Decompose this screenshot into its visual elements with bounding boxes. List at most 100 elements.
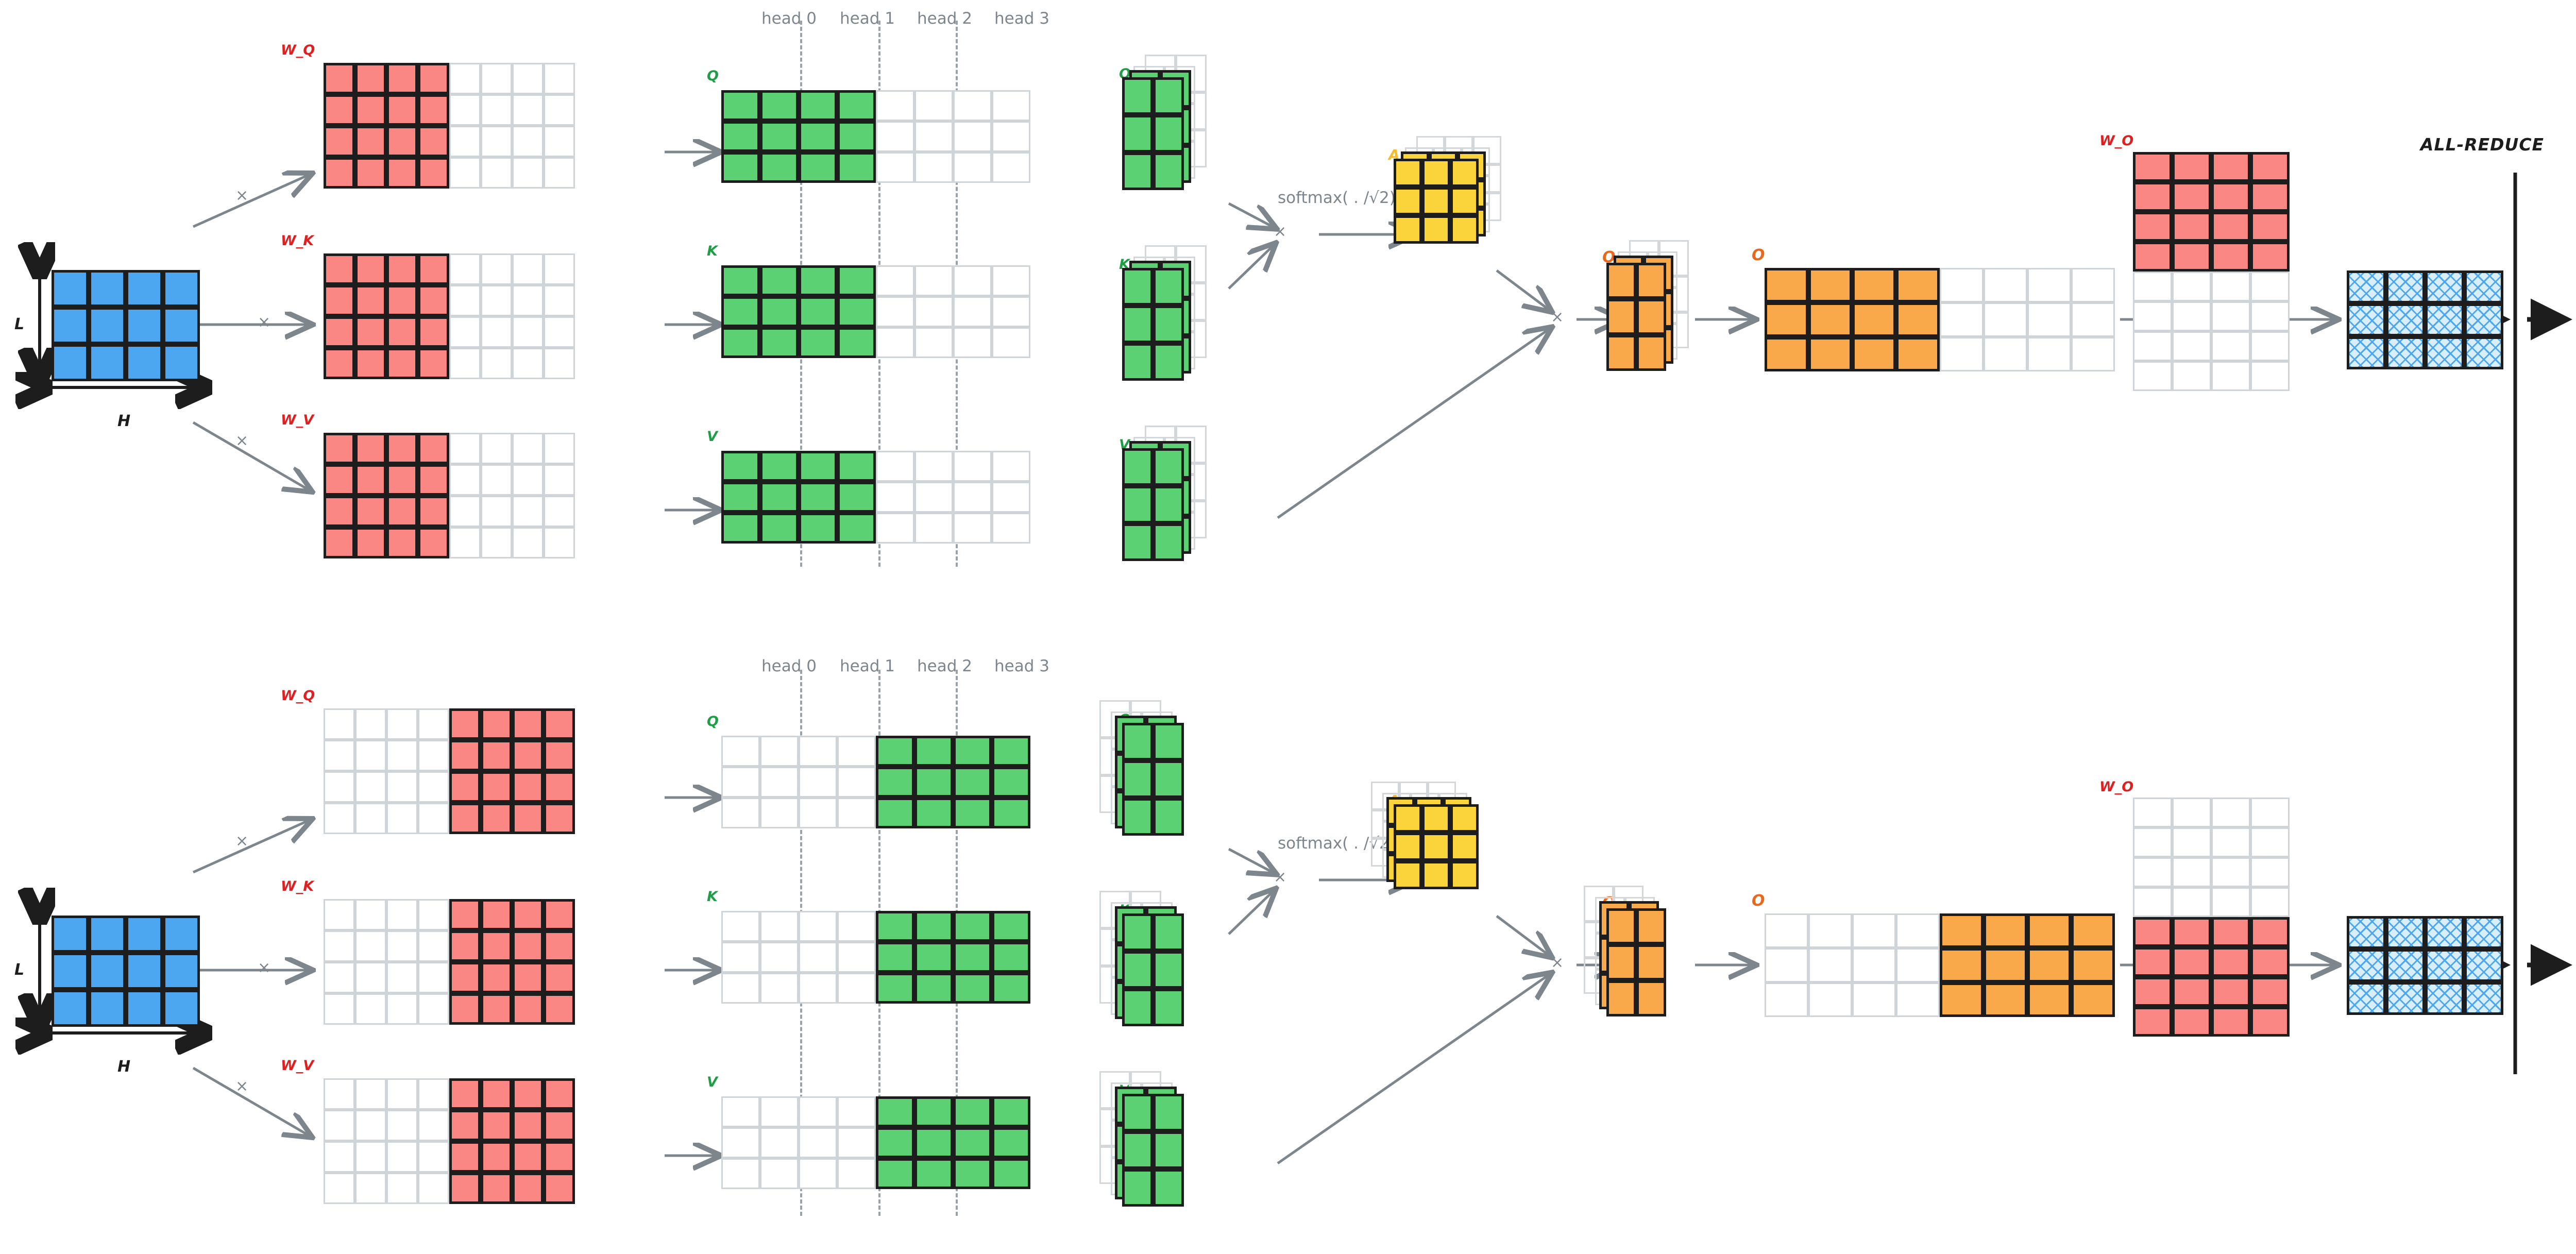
matrix-cell [126,953,163,990]
matrix-cell [355,993,386,1025]
matrix-cell [953,1096,992,1127]
matrix-cell [1852,948,1896,982]
matrix-cell [386,993,418,1025]
matrix-cell [2386,303,2425,336]
matrix-cell [449,962,481,993]
matrix-cell [418,94,449,126]
matrix-cell [2386,336,2425,369]
matrix-cell [52,990,89,1027]
o-flat-label-gpu1: O [1752,892,1765,910]
matrix-cell [721,767,760,798]
matrix-cell [2172,977,2211,1007]
matrix-cell [953,121,992,152]
matrix-cell [449,464,481,496]
matrix-cell [418,348,449,379]
matrix-cell [89,953,126,990]
matrix-cell [126,307,163,344]
matrix-cell [992,973,1030,1004]
matrix-cell [386,527,418,558]
matrix-cell [544,527,575,558]
matrix-cell [1122,115,1153,152]
matrix-cell [914,451,953,482]
matrix-cell [355,253,386,285]
wk-label-gpu1: W_K [281,878,314,894]
matrix-cell [953,90,992,121]
matrix-cell [1636,263,1666,299]
matrix-cell [418,740,449,771]
matrix-cell [324,899,355,930]
matrix-cell [1153,913,1184,951]
matrix-cell [544,126,575,157]
matrix-cell [1153,268,1184,306]
matrix-cell [1984,337,2027,371]
matrix-cell [449,253,481,285]
matrix-cell [876,942,914,973]
matrix-cell [1122,523,1153,561]
matrix-cell [992,798,1030,828]
matrix-cell [992,1158,1030,1189]
matrix-cell [481,253,512,285]
matrix-cell [89,344,126,381]
matrix-cell [2211,887,2250,917]
matrix-cell [1153,115,1184,152]
stacked-tensor-k-gpu0 [1122,245,1241,407]
matrix-cell [876,1158,914,1189]
attention-tensor-a-gpu0 [1394,136,1528,293]
matrix-cell [512,771,544,803]
matrix-cell [126,990,163,1027]
matrix-cell [799,152,837,183]
multiply-symbol-wk-bot: × [258,959,271,977]
matrix-cell [799,973,837,1004]
stacked-output-o-gpu0 [1606,240,1725,397]
matrix-cell [992,121,1030,152]
matrix-cell [914,296,953,327]
matrix-cell [512,433,544,464]
matrix-cell [1808,302,1852,337]
matrix-cell [1422,833,1450,861]
matrix-cell [386,1078,418,1110]
matrix-cell [2425,303,2464,336]
matrix-cell [1896,302,1940,337]
matrix-cell [89,916,126,953]
projection-matrix-q-gpu1 [721,736,1030,828]
matrix-cell [953,265,992,296]
matrix-cell [2133,301,2172,331]
matrix-cell [760,1127,799,1158]
matrix-cell [512,740,544,771]
matrix-cell [2211,152,2250,182]
matrix-cell [721,121,760,152]
matrix-cell [512,157,544,189]
matrix-cell [1153,306,1184,343]
multiply-symbol-qk-top: × [1274,223,1287,241]
stack-ghost-cell [1371,782,1399,810]
matrix-cell [2133,917,2172,947]
matrix-cell [799,942,837,973]
matrix-cell [1394,159,1422,187]
matrix-cell [1808,268,1852,302]
matrix-cell [992,1127,1030,1158]
matrix-cell [1153,951,1184,989]
matrix-cell [799,482,837,513]
matrix-cell [52,344,89,381]
matrix-cell [1122,448,1153,486]
matrix-cell [837,767,876,798]
matrix-cell [2250,212,2290,242]
matrix-cell [1940,268,1984,302]
matrix-cell [760,798,799,828]
wo-label-gpu1: W_O [2099,779,2134,795]
matrix-cell [799,327,837,358]
matrix-cell [418,433,449,464]
matrix-cell [2464,336,2503,369]
matrix-cell [1122,1094,1153,1131]
stack-front-face [1394,159,1479,244]
matrix-cell [1896,337,1940,371]
matrix-cell [355,348,386,379]
matrix-cell [760,767,799,798]
matrix-cell [89,990,126,1027]
matrix-cell [324,708,355,740]
matrix-cell [2211,272,2250,301]
q-flat-label-gpu0: Q [707,68,719,84]
matrix-cell [449,1173,481,1204]
matrix-cell [449,527,481,558]
